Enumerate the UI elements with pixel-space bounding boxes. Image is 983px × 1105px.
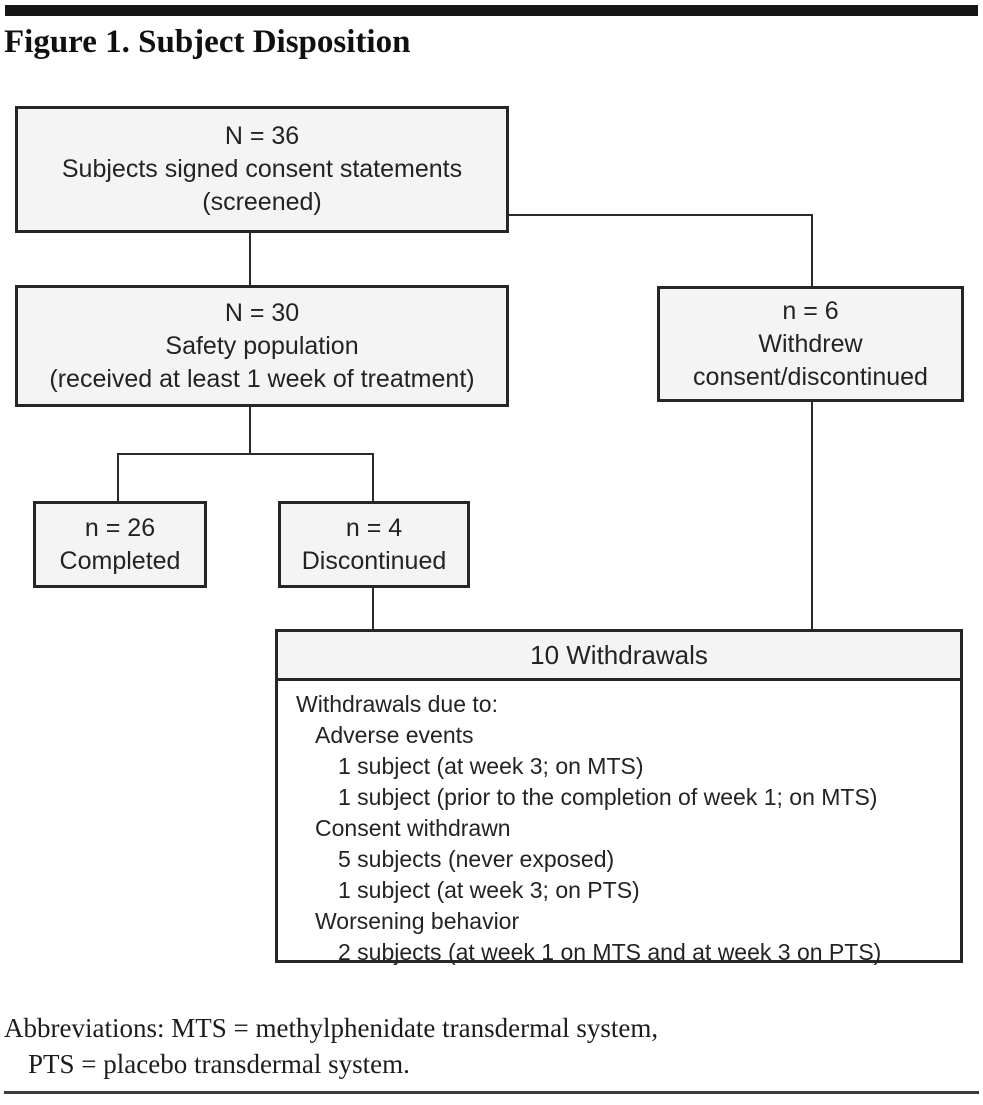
connector-branch-to-completed bbox=[117, 453, 119, 501]
withdrew-label: Withdrew bbox=[758, 329, 863, 358]
completed-n: n = 26 bbox=[84, 513, 156, 542]
completed-label: Completed bbox=[59, 546, 181, 575]
discontinued-label: Discontinued bbox=[301, 546, 447, 575]
abbreviations-note: Abbreviations: MTS = methylphenidate tra… bbox=[4, 1010, 964, 1082]
withdrawals-line: 2 subjects (at week 1 on MTS and at week… bbox=[338, 939, 882, 965]
withdrawals-detail-list: Withdrawals due to: Adverse events 1 sub… bbox=[278, 681, 960, 968]
safety-label: Safety population bbox=[165, 331, 359, 360]
connector-discontinued-to-withdrawals bbox=[372, 588, 374, 629]
abbreviations-line-2: PTS = placebo transdermal system. bbox=[28, 1049, 410, 1079]
figure-title: Figure 1. Subject Disposition bbox=[4, 24, 411, 60]
withdrawals-line: 1 subject (at week 3; on PTS) bbox=[338, 877, 640, 903]
withdrawals-line: Consent withdrawn bbox=[315, 815, 511, 841]
withdrew-sublabel: consent/discontinued bbox=[693, 362, 928, 391]
bottom-rule-bar bbox=[4, 1091, 979, 1094]
connector-safety-stem bbox=[249, 407, 251, 454]
withdrawals-line: Worsening behavior bbox=[315, 908, 520, 934]
connector-screened-to-safety bbox=[249, 233, 251, 285]
node-screened: N = 36 Subjects signed consent statement… bbox=[15, 106, 509, 233]
connector-withdrew-to-withdrawals bbox=[811, 402, 813, 629]
withdrawals-line: 1 subject (prior to the completion of we… bbox=[338, 784, 878, 810]
screened-label: Subjects signed consent statements bbox=[61, 155, 463, 183]
node-completed: n = 26 Completed bbox=[33, 501, 207, 588]
safety-sublabel: (received at least 1 week of treatment) bbox=[49, 364, 475, 393]
node-safety-population: N = 30 Safety population (received at le… bbox=[15, 285, 509, 407]
connector-branch-horizontal bbox=[117, 453, 374, 455]
connector-screened-to-withdrew-horizontal bbox=[509, 214, 813, 216]
safety-n: N = 30 bbox=[224, 298, 300, 327]
withdrawals-header: 10 Withdrawals bbox=[278, 632, 960, 681]
withdrawals-line: Withdrawals due to: bbox=[296, 691, 498, 717]
connector-branch-to-discontinued bbox=[372, 453, 374, 501]
withdrew-n: n = 6 bbox=[782, 296, 839, 325]
connector-screened-to-withdrew-vertical bbox=[811, 214, 813, 286]
withdrawals-line: 5 subjects (never exposed) bbox=[338, 846, 615, 872]
withdrawals-line: 1 subject (at week 3; on MTS) bbox=[338, 753, 644, 779]
withdrawals-line: Adverse events bbox=[315, 722, 474, 748]
discontinued-n: n = 4 bbox=[345, 513, 403, 542]
screened-sublabel: (screened) bbox=[202, 188, 322, 216]
node-discontinued: n = 4 Discontinued bbox=[278, 501, 470, 588]
abbreviations-line-1: Abbreviations: MTS = methylphenidate tra… bbox=[4, 1013, 659, 1043]
top-rule-bar bbox=[5, 5, 978, 16]
screened-n: N = 36 bbox=[224, 122, 300, 150]
node-withdrawals: 10 Withdrawals Withdrawals due to: Adver… bbox=[275, 629, 963, 965]
node-withdrew-consent: n = 6 Withdrew consent/discontinued bbox=[657, 286, 964, 402]
